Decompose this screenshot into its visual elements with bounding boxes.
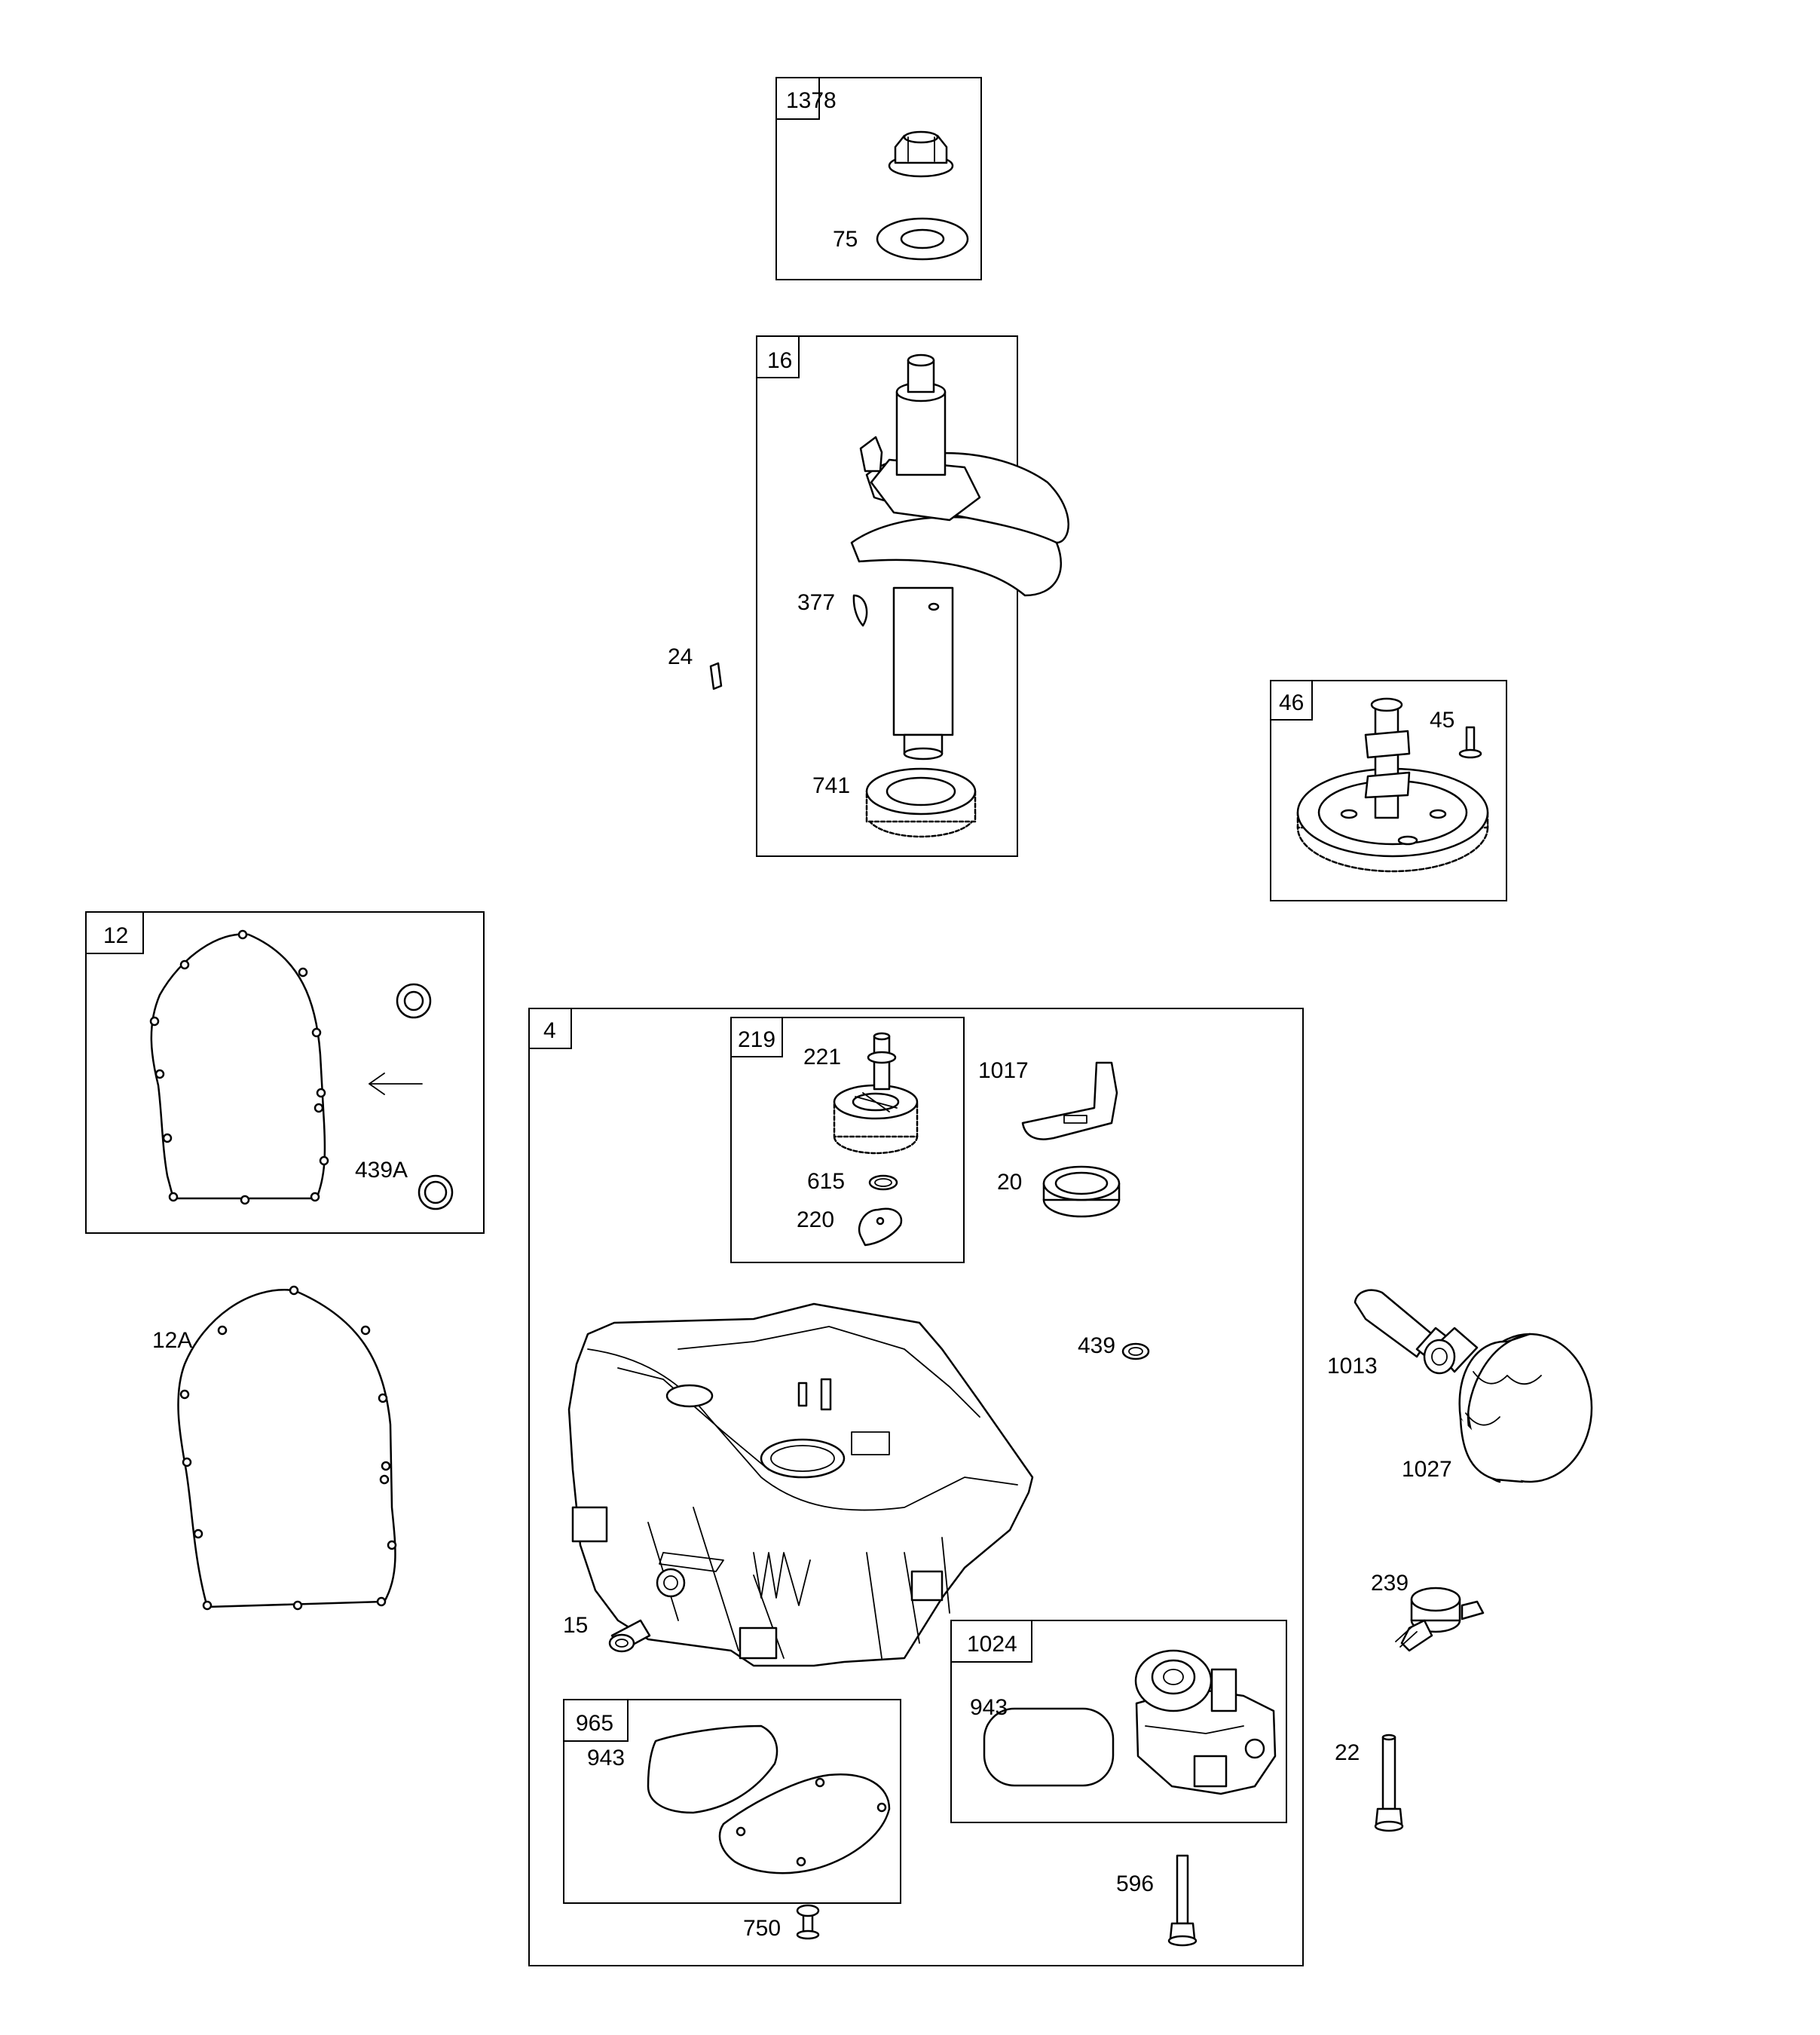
oil-seal-20 (1042, 1165, 1121, 1218)
seal-ring-upper (396, 983, 432, 1019)
seal-ring-439A (418, 1174, 454, 1210)
governor-gear (833, 1084, 919, 1155)
callout-24: 24 (668, 644, 693, 669)
callout-16: 16 (767, 348, 792, 373)
screw-750 (796, 1904, 820, 1940)
group-1024: 1024 943 (950, 1620, 1287, 1823)
oil-filter-1027 (1458, 1333, 1593, 1483)
bracket-1017 (1021, 1061, 1118, 1140)
washer (876, 217, 969, 261)
drain-plug (608, 1619, 651, 1653)
callout-1017: 1017 (978, 1058, 1029, 1083)
callout-4: 4 (543, 1018, 556, 1043)
governor-shaft (867, 1032, 897, 1091)
bolt-596 (1167, 1854, 1198, 1947)
callout-1378: 1378 (786, 88, 837, 113)
cover-gasket-943 (647, 1724, 778, 1814)
callout-741: 741 (812, 773, 850, 798)
group-46: 46 45 (1270, 680, 1507, 901)
callout-1013: 1013 (1327, 1354, 1378, 1379)
callout-220: 220 (797, 1207, 834, 1232)
callout-377: 377 (797, 590, 835, 615)
callout-15: 15 (563, 1613, 588, 1638)
callout-615: 615 (807, 1169, 845, 1194)
callout-12A: 12A (152, 1328, 192, 1353)
group-1378: 1378 75 (775, 77, 982, 280)
adapter-1013 (1354, 1289, 1479, 1375)
crank-gear (865, 767, 977, 838)
callout-965: 965 (576, 1711, 613, 1736)
sensor-239 (1395, 1587, 1485, 1652)
oil-pump (1134, 1649, 1277, 1795)
callout-943-b: 943 (587, 1746, 625, 1770)
gasket-12A: 12A (152, 1285, 397, 1611)
callout-22: 22 (1335, 1740, 1360, 1765)
callout-20: 20 (997, 1170, 1022, 1195)
camshaft (1364, 697, 1411, 819)
callout-750: 750 (743, 1916, 781, 1941)
group-965: 965 943 (563, 1699, 901, 1904)
engine-sump (567, 1302, 1034, 1667)
ring-615 (868, 1174, 898, 1191)
group-12: 12 439A (85, 911, 485, 1234)
crankshaft (850, 353, 1069, 760)
cover-plate (718, 1773, 891, 1874)
arrow-icon (369, 1073, 423, 1095)
bolt-22 (1374, 1734, 1404, 1832)
callout-439: 439 (1078, 1333, 1115, 1358)
plate-220 (858, 1207, 903, 1247)
callout-75: 75 (833, 227, 858, 252)
flange-nut (888, 130, 954, 178)
callout-1024: 1024 (967, 1632, 1017, 1657)
callout-46: 46 (1279, 690, 1304, 715)
callout-439A: 439A (355, 1158, 408, 1183)
gasket-12 (149, 929, 329, 1205)
o-ring-439 (1121, 1342, 1150, 1360)
group-4: 4 219 221 615 220 (528, 1008, 1304, 1966)
oil-gasket-1024 (983, 1707, 1115, 1787)
callout-1027: 1027 (1402, 1457, 1452, 1482)
callout-45: 45 (1430, 708, 1454, 733)
callout-239: 239 (1371, 1571, 1409, 1596)
key-24: 24 (668, 644, 723, 690)
group-219: 219 221 615 220 (730, 1017, 965, 1263)
callout-943-a: 943 (970, 1695, 1008, 1720)
group-16: 16 377 (756, 335, 1069, 857)
woodruff-key (852, 594, 868, 627)
callout-219: 219 (738, 1027, 775, 1052)
pin-45 (1458, 726, 1482, 759)
callout-596: 596 (1116, 1871, 1154, 1896)
callout-12: 12 (103, 923, 128, 948)
callout-221: 221 (803, 1045, 841, 1070)
